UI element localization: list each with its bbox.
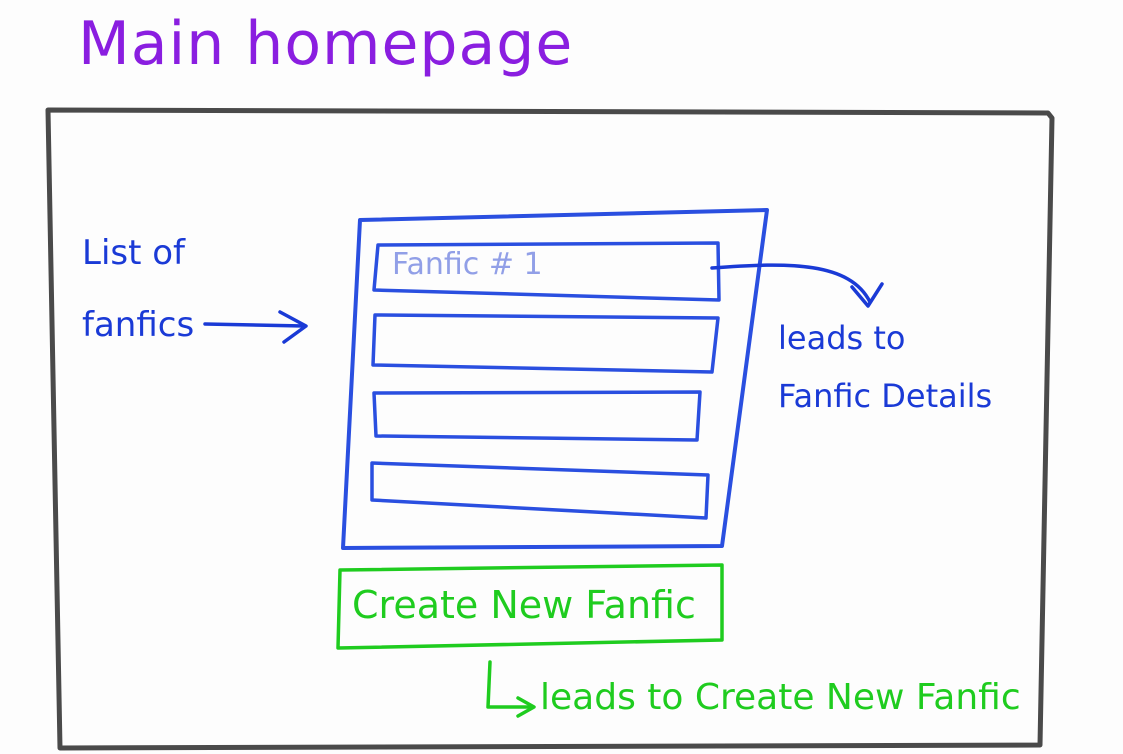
- fanfic-list-container: [341, 208, 769, 550]
- create-note-arrow-head: [516, 696, 536, 718]
- list-item-1[interactable]: [378, 245, 718, 295]
- details-annotation-line-1: leads to: [778, 319, 906, 357]
- list-annotation-line-1: List of: [82, 233, 186, 273]
- create-note-arrow: [486, 660, 534, 709]
- page-title: Main homepage: [78, 9, 574, 79]
- list-annotation-line-2: fanfics: [82, 305, 195, 345]
- list-row-4-outline: [370, 461, 710, 520]
- list-row-3-outline: [372, 390, 702, 442]
- list-item-3[interactable]: [376, 393, 698, 437]
- create-button-outline: [336, 563, 724, 650]
- details-annotation-line-2: Fanfic Details: [778, 377, 993, 415]
- list-item-4[interactable]: [374, 466, 706, 510]
- page-frame: [45, 107, 1055, 751]
- create-annotation-text: leads to Create New Fanfic: [540, 677, 1021, 718]
- list-item-2[interactable]: [376, 318, 712, 368]
- list-item-1-label[interactable]: Fanfic # 1: [392, 247, 543, 282]
- details-arrow-curve: [710, 263, 872, 304]
- list-row-2-outline: [371, 313, 720, 374]
- create-new-fanfic-button[interactable]: Create New Fanfic: [352, 583, 696, 627]
- list-row-1-outline: [372, 241, 721, 302]
- list-pointer-arrow-head: [278, 310, 308, 344]
- details-arrow-head: [850, 282, 884, 308]
- list-pointer-arrow-shaft: [203, 322, 306, 328]
